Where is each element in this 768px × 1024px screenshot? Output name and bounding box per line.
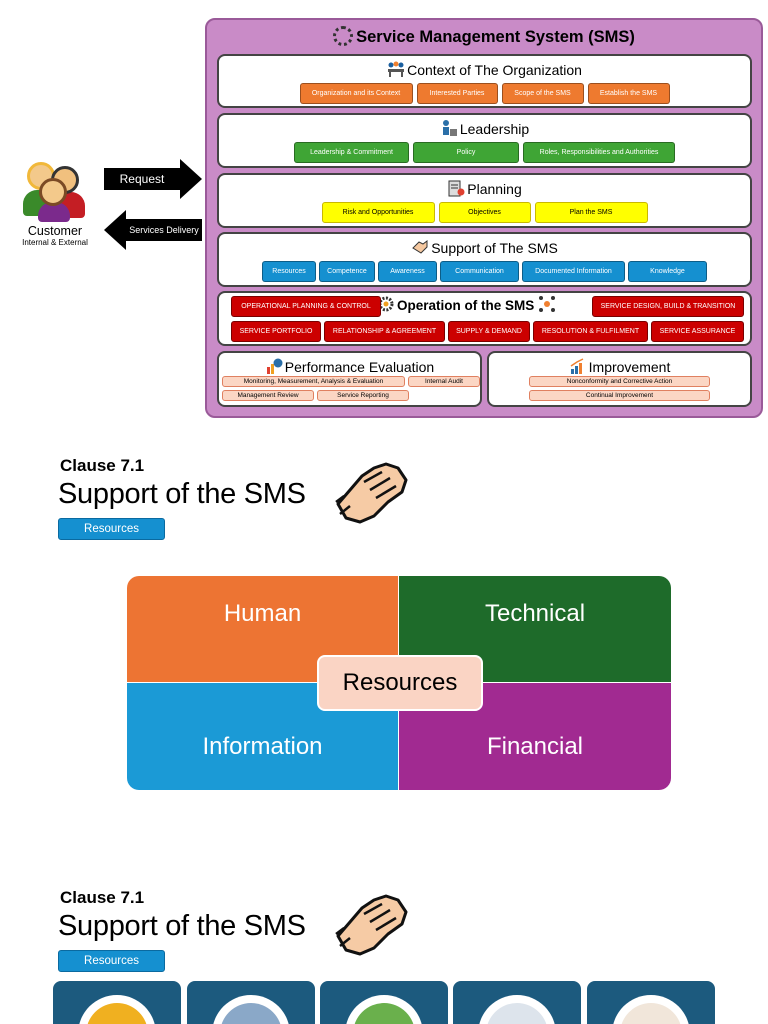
quadrant-center-resources: Resources: [317, 655, 483, 711]
chip-roles-responsibilities[interactable]: Roles, Responsibilities and Authorities: [523, 142, 675, 163]
chip-knowledge[interactable]: Knowledge: [628, 261, 707, 282]
chip-monitoring[interactable]: Monitoring, Measurement, Analysis & Eval…: [222, 376, 405, 387]
chip-supply-demand[interactable]: SUPPLY & DEMAND: [448, 321, 530, 342]
chip-continual-improvement[interactable]: Continual Improvement: [529, 390, 710, 401]
chip-service-design[interactable]: SERVICE DESIGN, BUILD & TRANSITION: [592, 296, 744, 317]
leadership-title: Leadership: [459, 121, 530, 137]
process-network-icon: [539, 296, 556, 312]
clause-label: Clause 7.1: [60, 456, 145, 475]
improvement-box: Improvement Nonconformity and Corrective…: [487, 351, 752, 407]
chip-documented-information[interactable]: Documented Information: [522, 261, 625, 282]
tile-financial[interactable]: [53, 981, 181, 1024]
clipboard-icon: [448, 180, 465, 197]
chip-communication[interactable]: Communication: [440, 261, 519, 282]
chip-interested-parties[interactable]: Interested Parties: [416, 83, 498, 104]
chip-plan-sms[interactable]: Plan the SMS: [534, 202, 648, 223]
chip-service-reporting[interactable]: Service Reporting: [317, 390, 409, 401]
server-blocks-icon: [220, 1003, 282, 1024]
chip-resources[interactable]: Resources: [262, 261, 316, 282]
chip-resolution-fulfilment[interactable]: RESOLUTION & FULFILMENT: [533, 321, 648, 342]
request-label: Request: [104, 168, 180, 190]
resources-tag-2[interactable]: Resources: [58, 950, 165, 972]
context-title: Context of The Organization: [407, 62, 582, 78]
context-box: Context of The Organization Organization…: [217, 54, 752, 108]
customer: Customer Internal & External: [20, 160, 90, 247]
chip-nonconformity[interactable]: Nonconformity and Corrective Action: [529, 376, 710, 387]
leadership-box: Leadership Leadership & Commitment Polic…: [217, 113, 752, 168]
support-box: Support of The SMS Resources Competence …: [217, 232, 752, 287]
handshake-icon-2: [335, 894, 408, 956]
arrow-left-icon: [104, 210, 126, 250]
person-icon: [620, 1003, 682, 1024]
resources-tag[interactable]: Resources: [58, 518, 165, 540]
chip-organization-context[interactable]: Organization and its Context: [299, 83, 413, 104]
tile-human[interactable]: [587, 981, 715, 1024]
growth-chart-icon: [570, 358, 583, 374]
performance-box: Performance Evaluation Monitoring, Measu…: [217, 351, 482, 407]
improvement-title: Improvement: [588, 359, 671, 375]
chip-policy[interactable]: Policy: [413, 142, 519, 163]
chart-gauge-icon: [266, 358, 283, 374]
customer-group-icon: [23, 160, 87, 222]
chip-leadership-commitment[interactable]: Leadership & Commitment: [294, 142, 409, 163]
chip-management-review[interactable]: Management Review: [222, 390, 314, 401]
chip-operational-planning[interactable]: OPERATIONAL PLANNING & CONTROL: [231, 296, 381, 317]
team-meeting-icon: [388, 61, 405, 77]
tile-information[interactable]: [320, 981, 448, 1024]
arrow-right-icon: [180, 159, 202, 199]
chip-risk-opportunities[interactable]: Risk and Opportunities: [321, 202, 435, 223]
planning-box: Planning Risk and Opportunities Objectiv…: [217, 173, 752, 228]
customer-sublabel: Internal & External: [22, 238, 88, 247]
tile-text[interactable]: [453, 981, 581, 1024]
chip-competence[interactable]: Competence: [319, 261, 375, 282]
support-title: Support of The SMS: [431, 240, 558, 256]
sms-diagram: Service Management System (SMS) Context …: [205, 18, 763, 418]
planning-title: Planning: [467, 181, 522, 197]
text-collage-icon: [486, 1003, 548, 1024]
request-arrow: Request: [104, 159, 202, 199]
sms-title: Service Management System (SMS): [207, 26, 761, 47]
customer-label: Customer: [27, 224, 83, 238]
operation-title: Operation of the SMS: [397, 298, 535, 313]
chip-service-portfolio[interactable]: SERVICE PORTFOLIO: [231, 321, 321, 342]
chip-service-assurance[interactable]: SERVICE ASSURANCE: [651, 321, 744, 342]
section-title: Support of the SMS: [58, 478, 306, 510]
handshake-icon: [412, 240, 428, 254]
chip-objectives[interactable]: Objectives: [438, 202, 531, 223]
chip-establish-sms[interactable]: Establish the SMS: [587, 83, 670, 104]
operation-box: Operation of the SMS OPERATIONAL PLANNIN…: [217, 291, 752, 346]
delivery-label: Services Delivery: [126, 219, 202, 241]
leader-icon: [442, 120, 457, 136]
chip-scope-sms[interactable]: Scope of the SMS: [501, 83, 584, 104]
performance-title: Performance Evaluation: [284, 359, 435, 375]
clause-label-2: Clause 7.1: [60, 888, 145, 907]
chip-internal-audit[interactable]: Internal Audit: [408, 376, 480, 387]
chip-relationship-agreement[interactable]: RELATIONSHIP & AGREEMENT: [324, 321, 445, 342]
section-title-2: Support of the SMS: [58, 910, 306, 942]
coin-icon: [86, 1003, 148, 1024]
globe-icon: [353, 1003, 415, 1024]
delivery-arrow: Services Delivery: [104, 210, 202, 250]
tile-technical[interactable]: [187, 981, 315, 1024]
handshake-icon: [335, 462, 408, 524]
chip-awareness[interactable]: Awareness: [378, 261, 437, 282]
gear-icon: [333, 26, 354, 46]
